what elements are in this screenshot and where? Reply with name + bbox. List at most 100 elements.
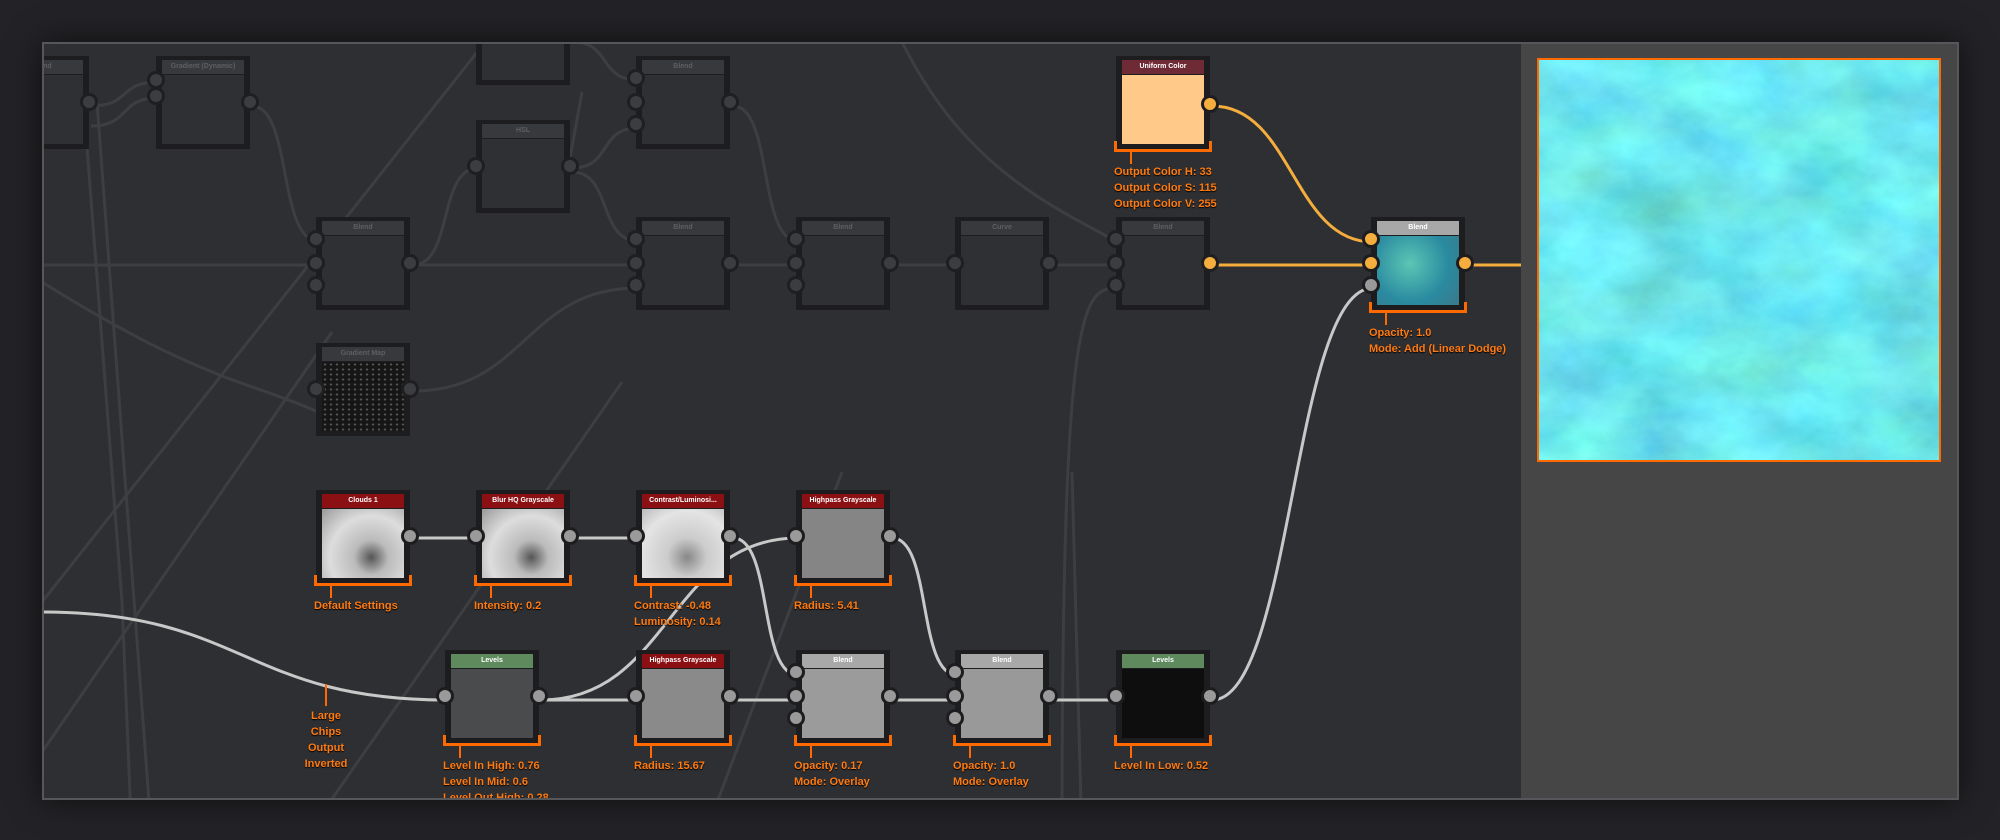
input-port[interactable] — [1107, 276, 1125, 294]
output-port[interactable] — [241, 93, 259, 111]
texture-preview[interactable] — [1537, 58, 1941, 462]
output-port[interactable] — [561, 527, 579, 545]
input-port[interactable] — [627, 254, 645, 272]
input-port[interactable] — [1107, 230, 1125, 248]
input-port[interactable] — [627, 93, 645, 111]
input-port[interactable] — [787, 663, 805, 681]
input-port[interactable] — [627, 687, 645, 705]
node-blend[interactable]: Blend — [307, 217, 419, 310]
input-port[interactable] — [467, 527, 485, 545]
node-blend[interactable]: Blend — [787, 217, 899, 310]
input-port[interactable] — [307, 230, 325, 248]
node-uniform-color[interactable]: Uniform Color — [1116, 56, 1219, 149]
node-thumbnail — [961, 669, 1043, 738]
parameter-line: Contrast: -0.48 — [634, 600, 712, 612]
input-port[interactable] — [147, 87, 165, 105]
output-port[interactable] — [80, 93, 98, 111]
input-port[interactable] — [627, 69, 645, 87]
node-blend[interactable]: Blend — [1107, 217, 1219, 310]
node-bracket — [1114, 141, 1212, 152]
node-hsl[interactable]: HSL — [467, 120, 579, 213]
wire-dim[interactable] — [251, 104, 319, 243]
wire-levels-blend[interactable] — [1211, 286, 1374, 702]
input-port[interactable] — [946, 254, 964, 272]
output-port[interactable] — [530, 687, 548, 705]
wire-dim[interactable] — [412, 286, 639, 393]
node-curve[interactable]: Curve — [946, 217, 1058, 310]
node-blend[interactable]: Blend — [627, 217, 739, 310]
input-port[interactable] — [787, 276, 805, 294]
output-port[interactable] — [1201, 254, 1219, 272]
node-highpass-grayscale[interactable]: Highpass Grayscale — [627, 650, 739, 743]
output-port[interactable] — [1201, 95, 1219, 113]
wire-levels-highpass2[interactable] — [540, 536, 799, 702]
output-port[interactable] — [721, 93, 739, 111]
input-port[interactable] — [1362, 254, 1380, 272]
input-port[interactable] — [1362, 276, 1380, 294]
input-port[interactable] — [1107, 687, 1125, 705]
node-gradient-map[interactable]: Gradient Map — [307, 343, 419, 436]
output-port[interactable] — [881, 687, 899, 705]
input-port[interactable] — [946, 663, 964, 681]
wire-large-chips[interactable] — [44, 610, 448, 702]
output-port[interactable] — [1456, 254, 1474, 272]
output-port[interactable] — [401, 527, 419, 545]
output-port[interactable] — [1040, 254, 1058, 272]
wire-highpass-blend2[interactable] — [891, 536, 958, 677]
output-port[interactable] — [1040, 687, 1058, 705]
input-port[interactable] — [1107, 254, 1125, 272]
input-port[interactable] — [627, 230, 645, 248]
wire-dim[interactable] — [732, 104, 799, 243]
output-port[interactable] — [401, 254, 419, 272]
input-port[interactable] — [627, 115, 645, 133]
node-blend[interactable]: Blend — [787, 650, 899, 743]
output-port[interactable] — [721, 254, 739, 272]
wire-uniform-blend[interactable] — [1211, 104, 1374, 244]
node-blend[interactable]: Blend — [627, 56, 739, 149]
wire-dim[interactable] — [412, 166, 479, 267]
wire-dim — [95, 101, 151, 798]
node-blend[interactable]: Blend — [44, 56, 98, 149]
wire-dim[interactable] — [571, 170, 639, 243]
input-port[interactable] — [307, 380, 325, 398]
input-port[interactable] — [946, 687, 964, 705]
wire-dim — [1070, 471, 1083, 798]
output-port[interactable] — [561, 157, 579, 175]
input-port[interactable] — [1362, 230, 1380, 248]
node-blend[interactable]: Blend — [1362, 217, 1474, 310]
input-port[interactable] — [307, 276, 325, 294]
output-port[interactable] — [1201, 687, 1219, 705]
node-blur-hq-grayscale[interactable]: Blur HQ Grayscale — [467, 490, 579, 583]
input-port[interactable] — [787, 527, 805, 545]
node-highpass-grayscale[interactable]: Highpass Grayscale — [787, 490, 899, 583]
output-port[interactable] — [721, 527, 739, 545]
wire-dim — [44, 281, 319, 414]
input-port[interactable] — [787, 709, 805, 727]
node-gradient-dynamic[interactable]: Gradient (Dynamic) — [147, 56, 259, 149]
output-port[interactable] — [721, 687, 739, 705]
wire-dim[interactable] — [571, 126, 639, 170]
node-levels[interactable]: Levels — [436, 650, 548, 743]
node-[interactable] — [476, 44, 570, 85]
input-port[interactable] — [307, 254, 325, 272]
output-port[interactable] — [881, 254, 899, 272]
input-port[interactable] — [436, 687, 454, 705]
node-clouds-1[interactable]: Clouds 1 — [316, 490, 419, 583]
wire-dim[interactable] — [90, 96, 159, 128]
input-port[interactable] — [627, 276, 645, 294]
input-port[interactable] — [627, 527, 645, 545]
input-port[interactable] — [787, 687, 805, 705]
node-blend[interactable]: Blend — [946, 650, 1058, 743]
bracket-lead — [650, 746, 652, 758]
input-port[interactable] — [787, 230, 805, 248]
input-port[interactable] — [787, 254, 805, 272]
output-port[interactable] — [881, 527, 899, 545]
input-port[interactable] — [467, 157, 485, 175]
wire-contrast-blend[interactable] — [732, 536, 799, 677]
input-port[interactable] — [946, 709, 964, 727]
output-port[interactable] — [401, 380, 419, 398]
node-levels[interactable]: Levels — [1107, 650, 1219, 743]
node-contrast-luminosi[interactable]: Contrast/Luminosi... — [627, 490, 739, 583]
